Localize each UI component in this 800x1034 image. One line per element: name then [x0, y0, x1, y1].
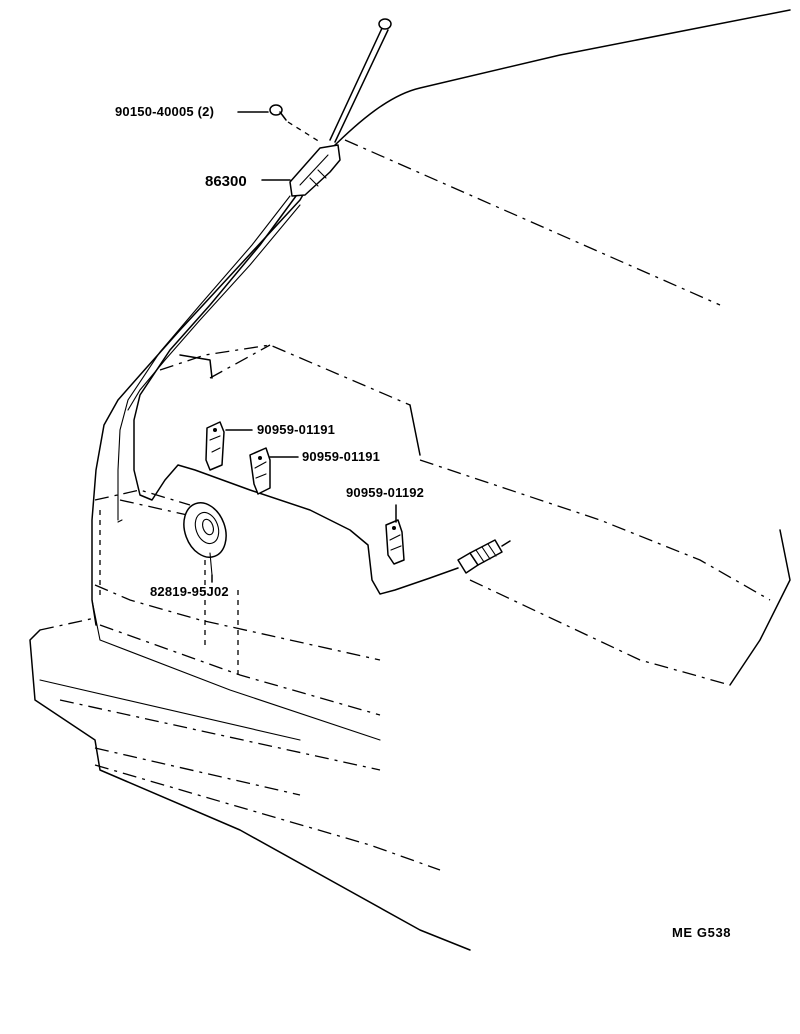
leader-lines [211, 111, 397, 583]
clamp-2 [249, 447, 271, 495]
antenna-plug [457, 539, 511, 574]
grommet-82819 [183, 502, 227, 576]
car-body-outline [29, 9, 791, 951]
label-clamp-1: 90959-01191 [257, 422, 335, 437]
label-clamp-2: 90959-01191 [302, 449, 380, 464]
label-clamp-3: 90959-01192 [346, 485, 424, 500]
antenna-base-86300 [289, 144, 341, 197]
label-grommet: 82819-95J02 [150, 584, 229, 599]
antenna-mast [329, 18, 392, 143]
label-antenna: 86300 [205, 173, 247, 190]
clamp-1 [205, 421, 225, 471]
antenna-cable [117, 195, 459, 595]
reference-code: ME G538 [672, 925, 731, 940]
part-labels: 90150-40005 (2) 86300 90959-01191 90959-… [115, 104, 731, 940]
screw-90150 [269, 104, 321, 143]
label-screw: 90150-40005 (2) [115, 104, 214, 119]
clamp-3 [385, 519, 405, 565]
